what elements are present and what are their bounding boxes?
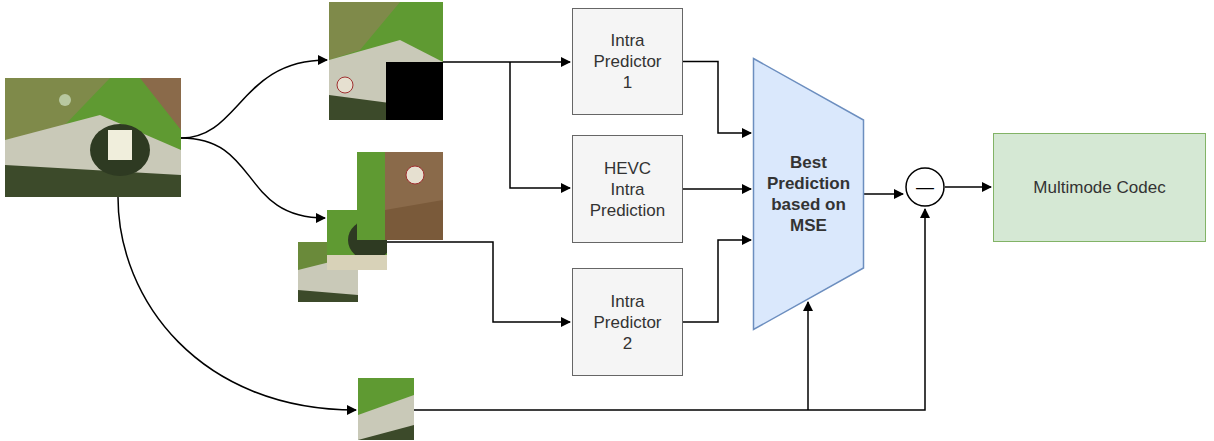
source-image	[5, 78, 181, 197]
node-label: HEVC Intra Prediction	[588, 158, 668, 221]
connector-arrow	[683, 240, 751, 322]
codec-box: Multimode Codec	[993, 133, 1206, 242]
node-label: Best Prediction based on MSE	[763, 152, 855, 236]
context-patch	[357, 152, 443, 240]
operator-sign: —	[910, 177, 940, 198]
node-label: Intra Predictor 1	[588, 30, 668, 93]
connector-arrow	[683, 62, 751, 134]
target-patch	[358, 378, 414, 440]
predictor-box: Intra Predictor 1	[572, 8, 683, 115]
connector-arrow	[864, 193, 903, 195]
selector-trapezoid: Best Prediction based on MSE	[753, 58, 864, 330]
node-label: Multimode Codec	[1005, 177, 1195, 198]
node-label: Intra Predictor 2	[588, 291, 668, 354]
predictor-box: HEVC Intra Prediction	[572, 135, 683, 243]
trapezoid-outline	[753, 58, 864, 330]
predictor-box: Intra Predictor 2	[572, 268, 683, 376]
connector-arrow	[683, 188, 751, 190]
connector-arrow	[945, 186, 991, 188]
masked-patch	[329, 2, 443, 120]
subtract-circle: —	[905, 167, 945, 207]
